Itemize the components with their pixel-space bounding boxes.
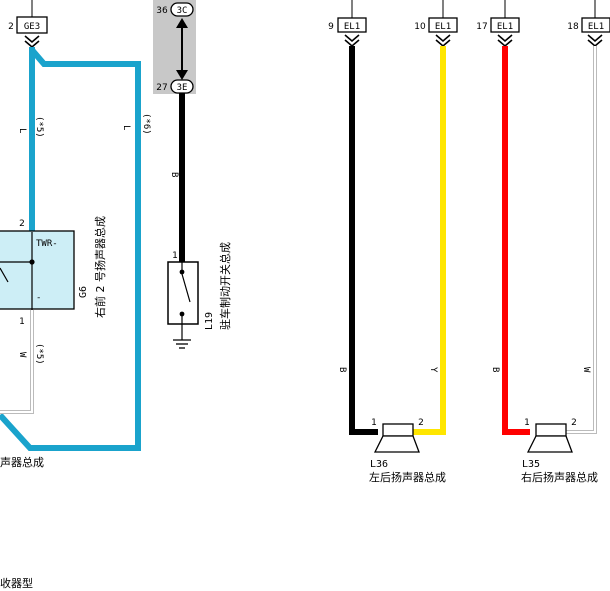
l36-pin2: 2 (418, 418, 424, 428)
fragment-left-speaker: 声器总成 (0, 455, 44, 469)
label-wire-B-mid: B (169, 172, 179, 177)
g6-name: 右前 2 号扬声器总成 (93, 216, 107, 318)
svg-text:EL1: EL1 (435, 22, 451, 32)
g6-terminal-top: TWR- (36, 239, 58, 249)
label-wire-L2-note: (*6) (141, 113, 151, 135)
svg-text:27: 27 (156, 83, 167, 93)
label-wire-W-note: (*5) (34, 343, 44, 365)
g6-pin-top: 2 (19, 219, 25, 229)
label-wire-W-L35: W (581, 367, 591, 373)
label-wire-Y-L36: Y (428, 367, 438, 373)
g6-pin-bottom: 1 (19, 317, 25, 327)
connector-el1-17: EL1 17 (476, 0, 520, 48)
connector-ge3-pin: 2 (8, 22, 14, 32)
svg-text:9: 9 (328, 22, 334, 32)
wire-R-L35 (502, 46, 530, 435)
l36-speaker (373, 423, 420, 453)
l35-id: L35 (522, 459, 540, 470)
svg-text:3C: 3C (177, 6, 188, 16)
connector-ge3: GE3 2 (8, 0, 48, 49)
l36-name: 左后扬声器总成 (369, 470, 446, 484)
connector-3c: 3C 36 (156, 2, 194, 17)
wire-W-left (0, 310, 34, 414)
connector-ge3-name: GE3 (24, 22, 40, 32)
connector-3e: 3E 27 (156, 79, 194, 94)
label-wire-R-L35: B (490, 367, 500, 372)
l35-name: 右后扬声器总成 (521, 470, 598, 484)
l35-pin2: 2 (571, 418, 577, 428)
g6-id: G6 (78, 286, 89, 298)
g6-module: TWR- - (0, 230, 75, 310)
wire-B-L36 (349, 46, 378, 435)
wire-W-L35 (565, 46, 597, 434)
svg-text:36: 36 (156, 6, 168, 16)
label-wire-L2: L (121, 125, 131, 130)
wire-L-loop (0, 48, 141, 451)
wire-Y-L36 (413, 46, 446, 435)
l35-pin1: 1 (524, 418, 530, 428)
l36-pin1: 1 (371, 418, 377, 428)
l36-id: L36 (370, 459, 388, 470)
label-wire-L1: L (17, 128, 27, 133)
svg-text:17: 17 (476, 22, 487, 32)
svg-text:18: 18 (567, 22, 579, 32)
l19-switch (167, 261, 199, 349)
label-wire-W: W (17, 352, 27, 358)
svg-text:10: 10 (414, 22, 426, 32)
svg-text:3E: 3E (177, 83, 188, 93)
connector-el1-18: EL1 18 (567, 0, 610, 48)
g6-terminal-bottom: - (36, 293, 41, 303)
l35-speaker (526, 423, 573, 453)
label-wire-B-L36: B (337, 367, 347, 372)
l19-id: L19 (204, 312, 215, 330)
connector-el1-10: EL1 10 (414, 0, 458, 48)
fragment-receiver: 收器型 (0, 576, 33, 590)
label-wire-L1-note: (*5) (34, 116, 44, 138)
svg-text:EL1: EL1 (588, 22, 604, 32)
connector-el1-9: EL1 9 (328, 0, 367, 48)
l19-pin: 1 (172, 251, 178, 261)
l19-name: 驻车制动开关总成 (218, 242, 232, 330)
svg-text:EL1: EL1 (497, 22, 513, 32)
svg-text:EL1: EL1 (344, 22, 360, 32)
